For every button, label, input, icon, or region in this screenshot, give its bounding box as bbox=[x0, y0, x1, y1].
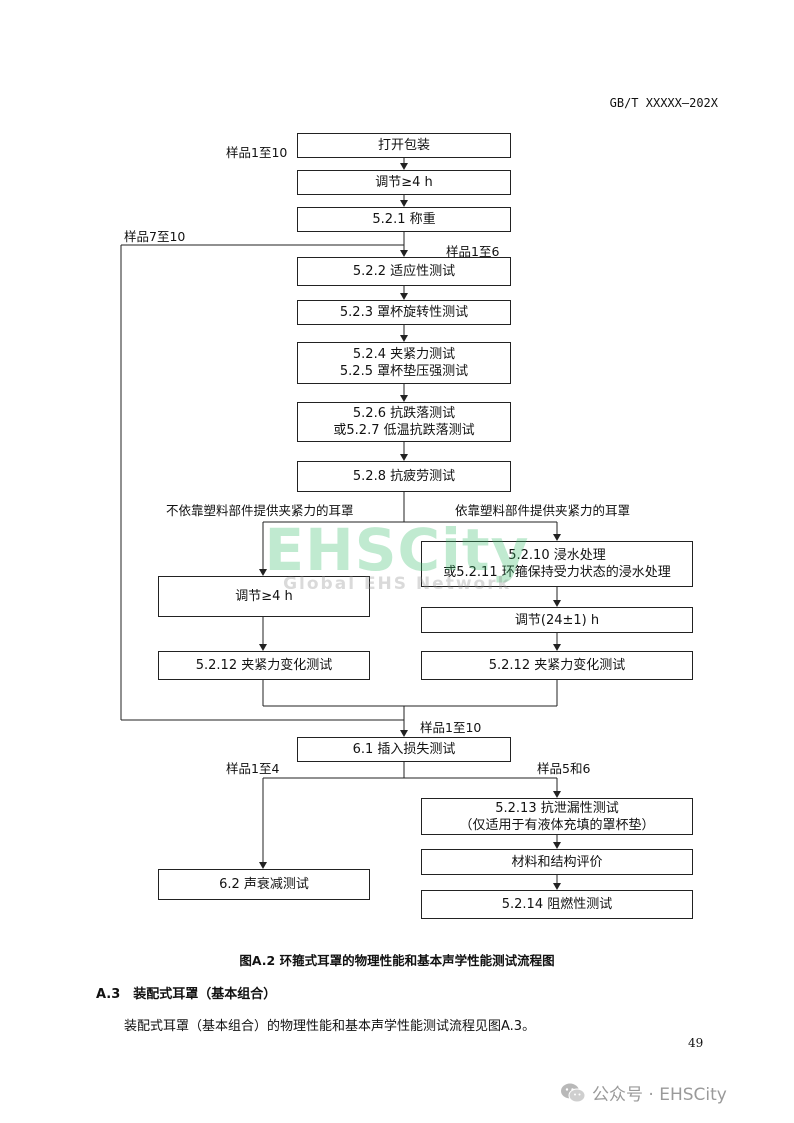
box-text: 材料和结构评价 bbox=[511, 854, 603, 870]
box-text: 调节≥4 h bbox=[375, 175, 433, 190]
label-samples-1-10-top: 样品1至10 bbox=[226, 145, 288, 160]
label-samples-1-6: 样品1至6 bbox=[446, 244, 500, 259]
label-with-plastic: 依靠塑料部件提供夹紧力的耳罩 bbox=[455, 503, 631, 518]
box-text-line1: 5.2.13 抗泄漏性测试 bbox=[495, 800, 619, 816]
box-text-line1: 5.2.6 抗跌落测试 bbox=[352, 406, 456, 421]
box-text: 5.2.14 阻燃性测试 bbox=[501, 897, 613, 912]
label-samples-1-10-mid: 样品1至10 bbox=[420, 720, 482, 735]
box-weigh: 5.2.1 称重 bbox=[297, 207, 511, 232]
box-soak-treatment: 5.2.10 浸水处理 或5.2.11 环箍保持受力状态的浸水处理 bbox=[421, 541, 693, 587]
box-text-line2: 5.2.5 罩杯垫压强测试 bbox=[339, 364, 469, 379]
box-text-line2: 或5.2.11 环箍保持受力状态的浸水处理 bbox=[443, 565, 671, 580]
figure-caption: 图A.2 环箍式耳罩的物理性能和基本声学性能测试流程图 bbox=[239, 953, 555, 968]
label-no-plastic: 不依靠塑料部件提供夹紧力的耳罩 bbox=[166, 503, 354, 518]
section-heading: A.3 装配式耳罩（基本组合） bbox=[96, 987, 277, 1002]
box-right-clamp-change: 5.2.12 夹紧力变化测试 bbox=[421, 651, 693, 680]
box-text: 打开包装 bbox=[377, 138, 430, 153]
box-open-package: 打开包装 bbox=[297, 133, 511, 158]
box-condition-4h: 调节≥4 h bbox=[297, 170, 511, 195]
box-text: 5.2.3 罩杯旋转性测试 bbox=[339, 305, 469, 320]
box-leak-test: 5.2.13 抗泄漏性测试 （仅适用于有液体充填的罩杯垫） bbox=[421, 798, 693, 835]
box-attenuation: 6.2 声衰减测试 bbox=[158, 869, 370, 900]
box-rotation: 5.2.3 罩杯旋转性测试 bbox=[297, 300, 511, 325]
box-text-line2: 或5.2.7 低温抗跌落测试 bbox=[333, 423, 475, 438]
page-number: 49 bbox=[688, 1036, 704, 1050]
box-insertion-loss: 6.1 插入损失测试 bbox=[297, 737, 511, 762]
label-samples-7-10: 样品7至10 bbox=[124, 229, 186, 244]
wechat-icon bbox=[561, 1083, 586, 1102]
box-clamp-force: 5.2.4 夹紧力测试 5.2.5 罩杯垫压强测试 bbox=[297, 342, 511, 384]
box-text-line1: 5.2.10 浸水处理 bbox=[508, 548, 606, 563]
box-text: 5.2.1 称重 bbox=[372, 212, 436, 227]
box-drop-test: 5.2.6 抗跌落测试 或5.2.7 低温抗跌落测试 bbox=[297, 402, 511, 442]
box-text: 6.1 插入损失测试 bbox=[352, 742, 456, 757]
box-text: 6.2 声衰减测试 bbox=[219, 877, 309, 892]
box-text: 调节(24±1) h bbox=[514, 612, 600, 628]
document-code-header: GB/T XXXXX—202X bbox=[609, 96, 718, 110]
label-samples-5-6: 样品5和6 bbox=[537, 761, 591, 776]
body-paragraph: 装配式耳罩（基本组合）的物理性能和基本声学性能测试流程见图A.3。 bbox=[124, 1019, 536, 1034]
box-text: 5.2.12 夹紧力变化测试 bbox=[488, 658, 626, 673]
box-text-line2: （仅适用于有液体充填的罩杯垫） bbox=[459, 817, 655, 833]
box-left-clamp-change: 5.2.12 夹紧力变化测试 bbox=[158, 651, 370, 680]
box-left-condition: 调节≥4 h bbox=[158, 576, 370, 617]
label-samples-1-4: 样品1至4 bbox=[226, 761, 280, 776]
box-text-line1: 5.2.4 夹紧力测试 bbox=[352, 347, 456, 362]
box-text: 5.2.12 夹紧力变化测试 bbox=[195, 658, 333, 673]
box-flame-test: 5.2.14 阻燃性测试 bbox=[421, 890, 693, 919]
box-adaptability: 5.2.2 适应性测试 bbox=[297, 257, 511, 286]
footer-watermark-text: 公众号 · EHSCity bbox=[592, 1085, 727, 1105]
box-fatigue: 5.2.8 抗疲劳测试 bbox=[297, 461, 511, 492]
box-text: 5.2.2 适应性测试 bbox=[352, 264, 456, 279]
box-material-evaluation: 材料和结构评价 bbox=[421, 849, 693, 875]
box-text: 调节≥4 h bbox=[235, 589, 293, 604]
wechat-footer-watermark: 公众号 · EHSCity bbox=[560, 1080, 727, 1105]
box-right-condition: 调节(24±1) h bbox=[421, 607, 693, 633]
box-text: 5.2.8 抗疲劳测试 bbox=[352, 469, 456, 484]
